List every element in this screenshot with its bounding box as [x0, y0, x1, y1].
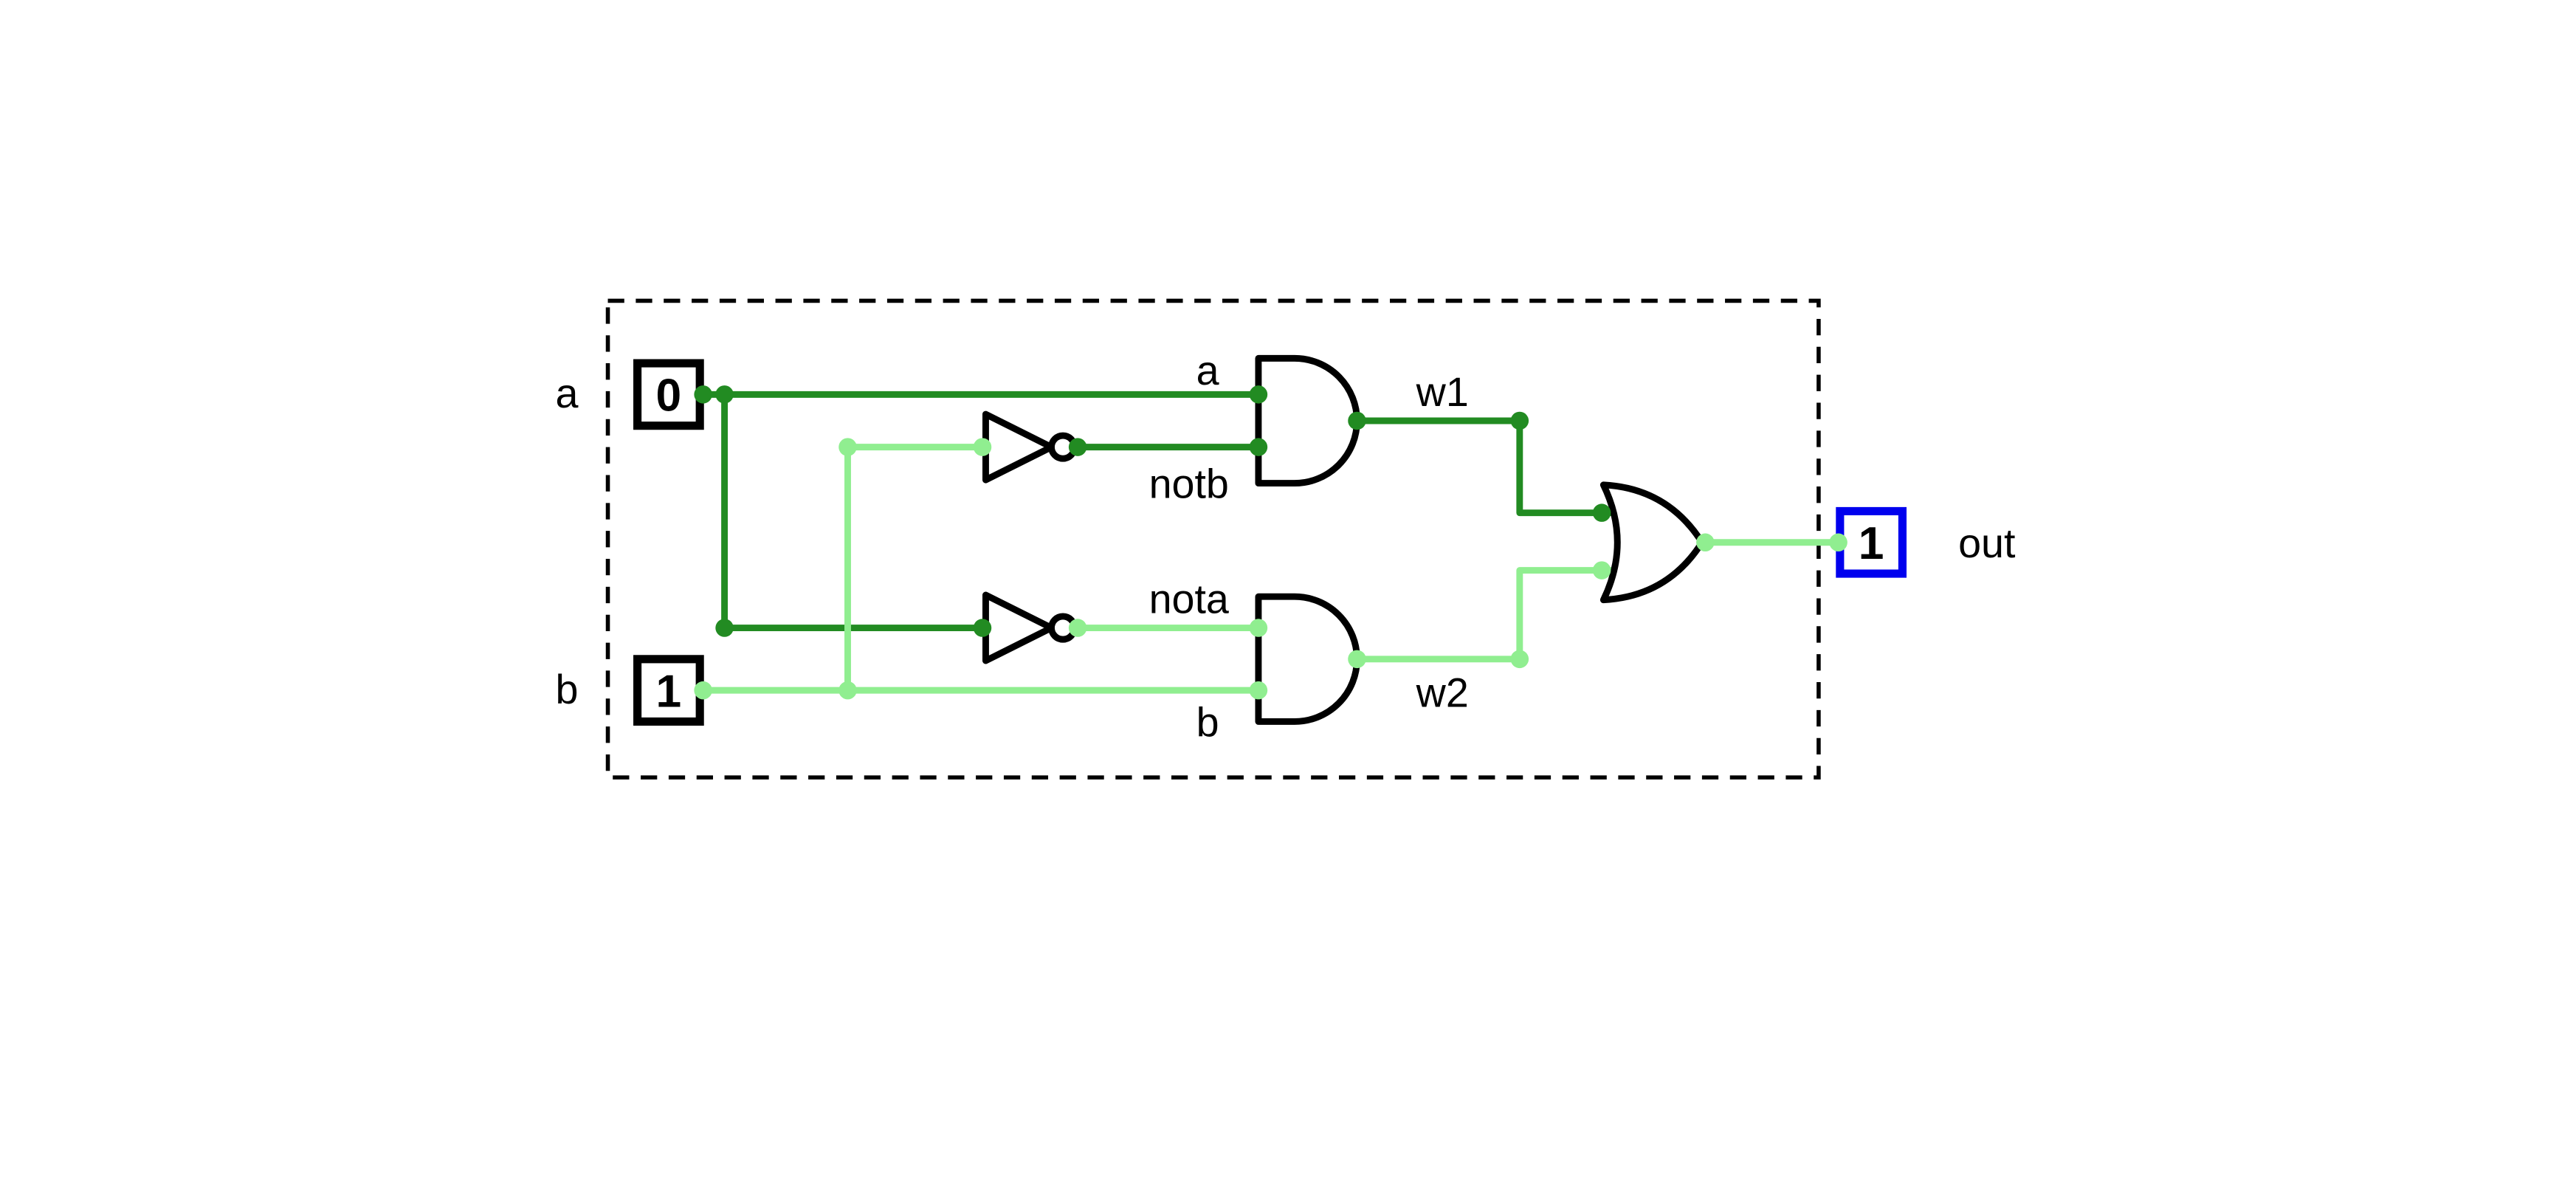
port-out-label: out	[1958, 520, 2016, 566]
junction-dot-a-branch	[715, 385, 734, 404]
net-a-label: a	[1196, 348, 1219, 393]
dots-layer	[694, 385, 1847, 700]
junction-dot-a-source	[694, 385, 712, 404]
and-gate-bottom	[1255, 593, 1360, 725]
port-a-label: a	[556, 371, 579, 416]
output-value: 1	[1859, 518, 1884, 569]
junction-dot-and2-in-nota	[1249, 619, 1268, 637]
and-gate-top	[1255, 354, 1360, 487]
junction-dot-w1-corner	[1510, 411, 1529, 430]
junction-dot-notb-out	[1068, 438, 1087, 456]
wire-b-branch	[844, 444, 989, 694]
junction-dot-and1-out	[1348, 411, 1366, 430]
input-a-value: 0	[656, 371, 682, 422]
junction-dot-nota-out	[1068, 619, 1087, 637]
output-box	[1836, 506, 1907, 578]
net-w1-label: w1	[1416, 369, 1469, 415]
junction-dot-or-in-w2	[1592, 561, 1611, 579]
port-b-label: b	[556, 667, 579, 712]
junction-dot-not2-input	[973, 619, 992, 637]
junction-dot-b-branch	[838, 681, 857, 700]
net-b-label: b	[1196, 699, 1219, 745]
gates-layer	[982, 354, 1706, 725]
values-layer: 0 1 1	[656, 371, 1884, 718]
junction-dot-not1-input	[973, 438, 992, 456]
input-b-value: 1	[656, 666, 682, 717]
net-notb-label: notb	[1149, 461, 1229, 507]
wire-w2	[1354, 567, 1627, 663]
input-a-box	[633, 359, 704, 430]
net-w2-label: w2	[1416, 670, 1469, 715]
wire-w1	[1354, 417, 1627, 517]
junction-dot-or-in-w1	[1592, 503, 1611, 522]
junction-dot-and1-in-notb	[1249, 438, 1268, 456]
junction-dot-b-corner	[838, 438, 857, 456]
not-gate-top	[982, 410, 1055, 484]
junction-dot-or-out	[1696, 533, 1715, 551]
junction-dot-and2-in-b	[1249, 681, 1268, 700]
junction-dot-b-source	[694, 681, 712, 700]
module-boundary	[605, 298, 1821, 780]
junction-dot-out-box	[1829, 533, 1847, 551]
not-gate-bottom	[982, 591, 1055, 664]
junction-dot-a-corner	[715, 619, 734, 637]
junction-dot-w2-corner	[1510, 650, 1529, 669]
ports-layer	[633, 359, 1907, 726]
wire-a-branch	[721, 391, 989, 631]
net-nota-label: nota	[1149, 576, 1229, 622]
or-gate	[1599, 481, 1706, 604]
junction-dot-and2-out	[1348, 650, 1366, 669]
labels-layer: a b out a notb nota b w1 w2	[556, 348, 2016, 745]
junction-dot-and1-in-a	[1249, 385, 1268, 404]
